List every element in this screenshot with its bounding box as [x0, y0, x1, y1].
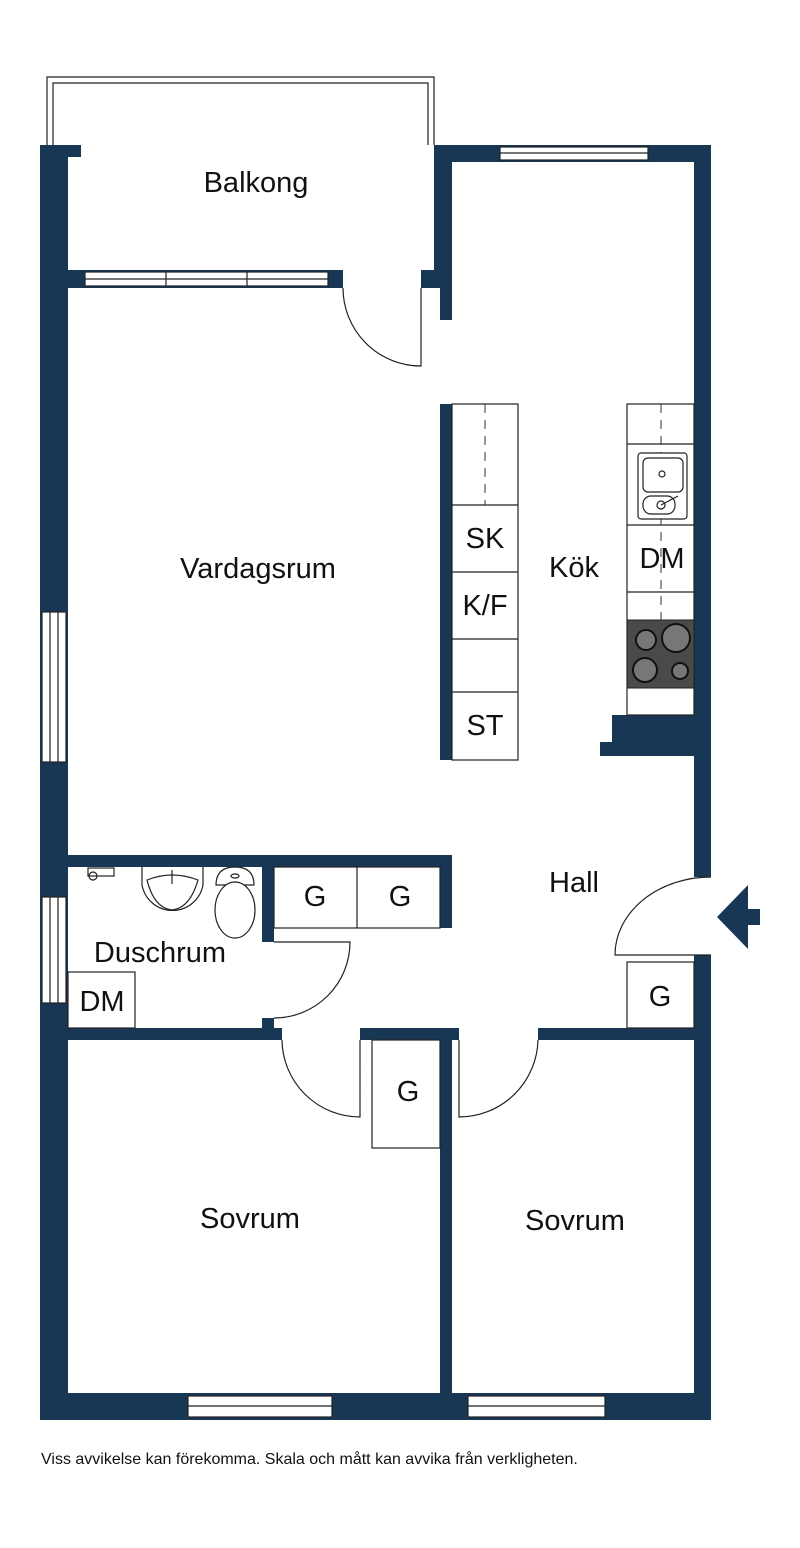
shower-tap-icon	[87, 867, 115, 881]
windows	[41, 146, 649, 1418]
fixture-label-g: G	[397, 1076, 420, 1108]
fixture-label-g: G	[649, 981, 672, 1013]
disclaimer-text: Viss avvikelse kan förekomma. Skala och …	[41, 1451, 578, 1468]
toilet-icon	[214, 866, 256, 939]
washbasin-icon	[141, 867, 204, 911]
doors	[273, 287, 712, 1118]
balcony-railing	[46, 76, 435, 145]
sink-icon	[637, 452, 688, 520]
fixture-label-g: G	[304, 881, 327, 913]
room-label-duschrum: Duschrum	[94, 937, 226, 969]
bathroom-fixtures	[67, 866, 256, 1029]
fixture-label-g: G	[389, 881, 412, 913]
fixture-label-kf: K/F	[462, 590, 507, 622]
stove-icon	[626, 619, 695, 689]
room-label-sovrum-1: Sovrum	[200, 1203, 300, 1235]
room-label-hall: Hall	[549, 867, 599, 899]
room-label-sovrum-2: Sovrum	[525, 1205, 625, 1237]
fixture-label-sk: SK	[466, 523, 505, 555]
fixture-label-st: ST	[466, 710, 503, 742]
fixture-label-dm-bath: DM	[79, 986, 124, 1018]
kitchen-counters	[451, 403, 695, 761]
room-label-kok: Kök	[549, 552, 599, 584]
wardrobes	[273, 866, 695, 1149]
room-label-vardagsrum: Vardagsrum	[180, 553, 336, 585]
fixture-label-dm-kitchen: DM	[639, 543, 684, 575]
room-label-balkong: Balkong	[204, 167, 309, 199]
entrance-arrow-icon	[717, 885, 760, 949]
